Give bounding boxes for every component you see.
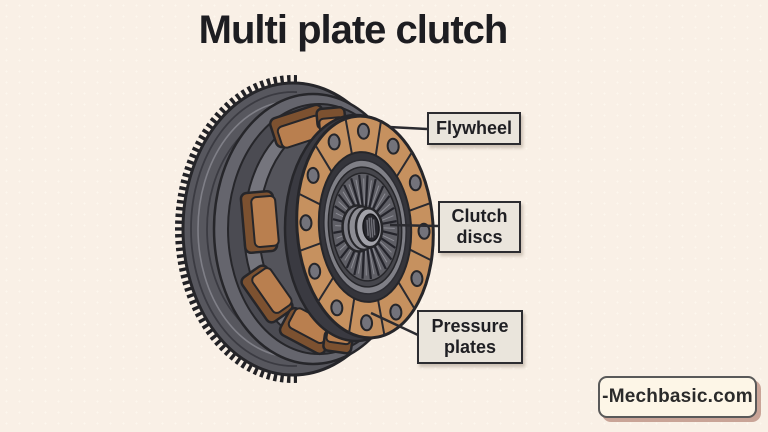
segment-line [409,248,432,262]
rivets [299,122,431,332]
rivet [360,314,374,332]
segment-line [408,202,431,212]
segment-line [299,242,322,252]
spring-finger-highlight [355,179,362,206]
spring-finger-highlight [373,193,386,212]
segment-line [298,192,321,206]
spring-finger-highlight [367,180,372,206]
watermark-badge: -Mechbasic.com [598,376,757,418]
leader-lines [370,125,439,337]
segment-line [317,276,335,303]
rivet [410,270,424,288]
rivet [327,133,341,151]
page-title: Multi plate clutch [198,8,509,52]
rivet [417,222,431,240]
rivet [408,174,422,192]
segment-line [374,121,382,156]
splined-hub [341,204,384,253]
spring-finger-line [358,174,365,209]
friction-ring-segments [298,118,432,336]
rivet [356,122,370,140]
spring-finger-highlight [368,248,375,275]
rivet [306,166,320,184]
segment-line [344,118,353,155]
spring-finger-line [364,175,369,209]
spring-finger-highlight [365,249,367,276]
segment-line [395,151,413,178]
spring-finger-highlight [372,246,382,270]
spring-finger-highlight [363,178,365,205]
flywheel-leader-line [388,125,428,131]
rivet [386,137,400,155]
hub-splines [366,217,376,238]
clutch-discs-leader-line [389,223,439,228]
spring-finger-line [367,178,377,211]
rivet [308,262,322,280]
flywheel-ring-gear-teeth [175,75,297,383]
rivet [299,214,313,232]
spring-finger-highlight [348,184,358,208]
spring-finger-line [368,243,380,276]
spring-finger-highlight [358,248,363,274]
rivet [330,299,344,317]
pressure-plates-label: Pressure plates [417,310,523,364]
rivet [389,303,403,321]
pressure-plates-leader-line [370,311,419,337]
flywheel-label: Flywheel [427,112,521,145]
spring-finger-line [365,245,372,280]
segment-line [348,298,356,333]
segment-line [397,281,416,310]
segment-line [314,144,333,173]
spring-finger-highlight [370,185,380,208]
clutch-discs-label: Clutch discs [438,201,521,253]
spring-finger-highlight [374,243,388,263]
